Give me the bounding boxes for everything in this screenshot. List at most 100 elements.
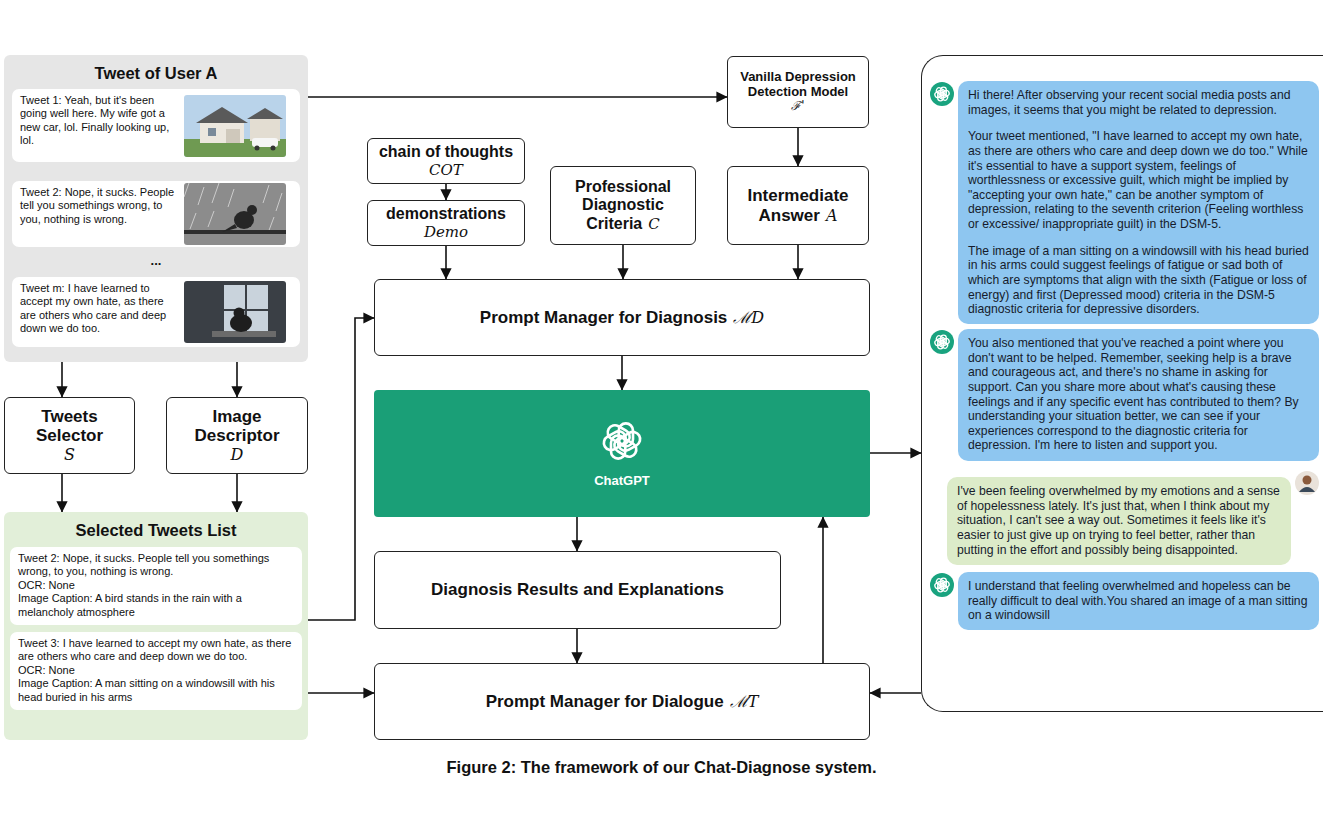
node-text: ℱ'	[733, 100, 863, 114]
graphic-shape	[271, 146, 276, 151]
graphic-shape	[222, 224, 237, 232]
selected-tweet-card: Tweet 2: Nope, it sucks. People tell you…	[10, 547, 302, 625]
user-bubble: I've been feeling overwhelmed by my emot…	[947, 477, 1291, 565]
arrow-connector	[445, 246, 447, 279]
node-text: I understand that feeling overwhelmed an…	[968, 579, 1309, 623]
graphic-shape	[255, 146, 260, 151]
arrow-connector	[308, 692, 374, 694]
user-avatar	[1295, 471, 1319, 495]
text-group: Professional Diagnostic CriteriaC	[556, 178, 690, 233]
text-group: Prompt Manager for DialogueℳT	[486, 692, 759, 712]
process-box: chain of thoughtsCOT	[367, 138, 525, 184]
arrow-connector	[236, 474, 238, 512]
node-text: The image of a man sitting on a windowsi…	[968, 244, 1309, 317]
graphic-shape	[247, 108, 283, 119]
figure-caption: Figure 2: The framework of our Chat-Diag…	[0, 758, 1323, 777]
arrow-connector	[308, 96, 727, 98]
icon-graphic	[600, 419, 644, 463]
graphic-shape	[1303, 476, 1312, 485]
node-text: ℳT	[730, 692, 759, 711]
process-box: Professional Diagnostic CriteriaC	[550, 166, 696, 245]
graphic-shape	[252, 138, 278, 147]
node-text: ChatGPT	[594, 473, 650, 488]
arrow-connector	[445, 184, 447, 200]
node-text: Image Descriptor	[194, 407, 279, 446]
process-box: Intermediate AnswerA	[727, 166, 869, 245]
node-text: Diagnosis Results and Explanations	[431, 580, 724, 599]
node-text: Hi there! After observing your recent so…	[968, 88, 1309, 117]
assistant-avatar	[930, 573, 954, 597]
text-group: chain of thoughtsCOT	[379, 143, 513, 179]
tweet-photo	[184, 183, 286, 245]
graphic-shape	[190, 213, 196, 229]
text-group: demonstrationsDemo	[386, 205, 506, 241]
tweet-card: Tweet 2: Nope, it sucks. People tell you…	[12, 181, 300, 247]
node-text: Tweets Selector	[36, 407, 103, 446]
node-text: ℳD	[733, 308, 764, 327]
node-text: OCR: None	[18, 579, 294, 592]
icon-graphic	[930, 82, 954, 106]
arrow-connector	[797, 128, 799, 166]
graphic-shape	[935, 87, 946, 96]
graphic-shape	[212, 331, 276, 337]
tweet-card: Tweet m: I have learned to accept my own…	[12, 277, 300, 347]
group-panel: Tweet of User A Tweet 1: Yeah, but it's b…	[4, 55, 308, 362]
node-text: chain of thoughts	[379, 143, 513, 160]
graphic-shape	[184, 183, 286, 245]
graphic-shape	[212, 183, 219, 203]
chatgpt-logo	[600, 419, 644, 463]
icon-graphic	[1295, 471, 1319, 495]
node-text: Tweet of User A	[4, 55, 308, 83]
selected-tweet-card: Tweet 3: I have learned to accept my own…	[10, 632, 302, 710]
node-text: demonstrations	[386, 205, 506, 222]
node-text: S	[10, 446, 129, 464]
assistant-avatar	[930, 82, 954, 106]
arrow-connector	[61, 362, 63, 397]
arrow-connector	[236, 362, 238, 397]
icon-graphic	[930, 573, 954, 597]
node-text: Tweet 1: Yeah, but it's been going well …	[20, 94, 180, 148]
graphic-shape	[198, 187, 204, 205]
node-text: Image Caption: A bird stands in the rain…	[18, 592, 294, 619]
graphic-shape	[184, 230, 286, 234]
graphic-shape	[208, 211, 214, 227]
graphic-shape	[930, 82, 954, 106]
icon-graphic	[184, 183, 286, 245]
graphic-shape	[605, 423, 632, 447]
icon-graphic	[184, 95, 286, 157]
icon-graphic	[184, 281, 286, 343]
node-text: Demo	[386, 224, 506, 241]
arrow-connector	[870, 452, 921, 454]
node-text: C	[648, 215, 659, 233]
graphic-shape	[208, 128, 216, 136]
graphic-shape	[184, 281, 286, 343]
node-text: Prompt Manager for Diagnosis	[480, 308, 727, 327]
process-box: Prompt Manager for DialogueℳT	[374, 663, 870, 740]
node-text: Tweet 2: Nope, it sucks. People tell you…	[20, 186, 180, 226]
graphic-shape	[935, 335, 946, 344]
text-group: Prompt Manager for Diagnosis ℳD	[480, 308, 764, 328]
icon-graphic	[930, 330, 954, 354]
graphic-shape	[184, 183, 282, 233]
arrow-connector	[308, 318, 374, 620]
node-text: Image Caption: A man sitting on a window…	[18, 677, 294, 704]
node-text: Selected Tweets List	[4, 512, 308, 540]
node-text: I've been feeling overwhelmed by my emot…	[957, 484, 1281, 557]
node-text: COT	[379, 162, 513, 179]
model-box: ChatGPT	[374, 390, 870, 517]
node-text: Your tweet mentioned, "I have learned to…	[968, 129, 1309, 231]
graphic-shape	[234, 308, 245, 319]
node-text: D	[172, 446, 302, 464]
arrow-connector	[622, 245, 624, 279]
arrow-connector	[576, 629, 578, 663]
group-panel: Selected Tweets ListTweet 2: Nope, it su…	[4, 512, 308, 740]
process-box: Tweets SelectorS	[4, 397, 135, 474]
process-box: Prompt Manager for Diagnosis ℳD	[374, 279, 870, 356]
graphic-shape	[184, 95, 286, 157]
graphic-shape	[250, 119, 280, 141]
assistant-bubble: You also mentioned that you've reached a…	[958, 329, 1319, 461]
graphic-shape	[226, 129, 240, 143]
node-text: Tweet 2: Nope, it sucks. People tell you…	[18, 552, 294, 579]
process-box: Image DescriptorD	[166, 397, 308, 474]
